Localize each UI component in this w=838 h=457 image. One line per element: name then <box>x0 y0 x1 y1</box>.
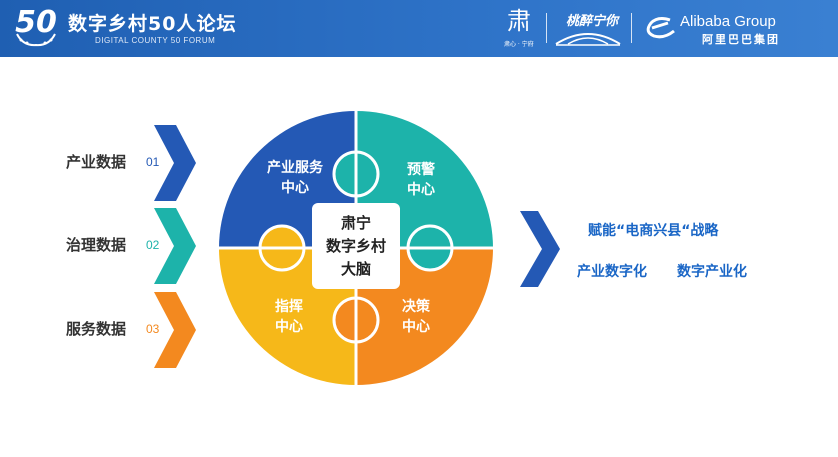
piece-label-industry-service: 产业服务 中心 <box>267 160 323 196</box>
header-divider <box>631 13 632 43</box>
forum-title: 数字乡村50人论坛 <box>68 13 237 35</box>
brand2-text: 桃醉宁你 <box>566 14 619 29</box>
center-line: 数字乡村 <box>325 236 386 255</box>
forum-50-logo: 50 <box>13 5 59 47</box>
forum-subtitle: DIGITAL COUNTY 50 FORUM <box>95 36 216 45</box>
piece-label-early-warning: 预警 中心 <box>407 162 435 198</box>
piece-label-decision: 决策 中心 <box>402 299 430 335</box>
peach-brand-logo: 桃醉宁你 <box>554 8 622 48</box>
chevron-right-icon <box>154 292 196 368</box>
input-label-industry: 产业数据 <box>66 153 127 171</box>
input-label-service: 服务数据 <box>66 320 127 338</box>
logo-number: 50 <box>15 5 57 40</box>
digital-industrialization-text: 数字产业化 <box>677 264 747 280</box>
header-divider <box>546 13 547 43</box>
digital-brain-center: 肃宁 数字乡村 大脑 <box>312 203 400 289</box>
piece-label-command: 指挥 中心 <box>275 299 303 335</box>
alibaba-group-logo: Alibaba Group 阿里巴巴集团 <box>642 8 802 48</box>
input-number: 02 <box>146 238 160 252</box>
alibaba-name-en: Alibaba Group <box>680 13 776 30</box>
input-label-governance: 治理数据 <box>66 236 127 254</box>
input-number: 01 <box>146 155 160 169</box>
chevron-right-icon <box>154 208 196 284</box>
brand1-caption: 肃心 · 宁府 <box>504 41 534 48</box>
bridge-icon <box>555 33 621 46</box>
laurel-icon <box>16 33 56 47</box>
chevron-right-icon <box>154 125 196 201</box>
header-banner: 50 数字乡村50人论坛 DIGITAL COUNTY 50 FORUM 肃 肃… <box>0 0 838 57</box>
brand1-glyph: 肃 <box>507 7 531 35</box>
industry-digitalization-text: 产业数字化 <box>577 264 647 280</box>
suning-brand-logo: 肃 肃心 · 宁府 <box>504 8 538 48</box>
alibaba-name-cn: 阿里巴巴集团 <box>702 33 780 46</box>
center-line: 大脑 <box>340 259 371 278</box>
strategy-text: 赋能“电商兴县“战略 <box>588 223 719 239</box>
alibaba-e-icon <box>646 17 675 39</box>
chevron-right-icon <box>520 211 560 287</box>
input-number: 03 <box>146 322 160 336</box>
center-line: 肃宁 <box>340 213 371 232</box>
